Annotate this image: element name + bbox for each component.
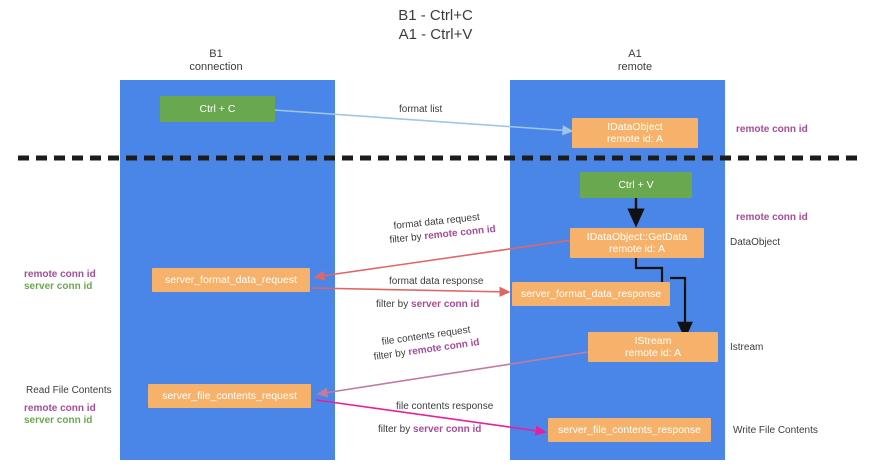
filter-prefix: filter by <box>378 424 414 435</box>
node-istream-line2: remote id: A <box>624 347 682 359</box>
node-server-format-data-response-label: server_format_data_response <box>520 288 662 300</box>
edge-label-format-list: format list <box>399 104 443 115</box>
annotation-left-read-file-contents: Read File Contents <box>26 385 112 396</box>
node-getdata[interactable]: IDataObject::GetData remote id: A <box>570 228 704 258</box>
node-ctrl-v-label: Ctrl + V <box>618 179 654 191</box>
annotation-right-remote-conn-id-mid: remote conn id <box>736 212 808 223</box>
column-header-a1-sub: remote <box>617 61 653 73</box>
edge-label-format-data-response-filter: filter by server conn id <box>376 299 479 311</box>
column-header-b1-name: B1 <box>209 48 223 60</box>
annotation-left-bottom-remote-conn-id: remote conn id <box>24 403 96 414</box>
node-ctrl-c-label: Ctrl + C <box>199 103 236 115</box>
column-header-b1: B1 connection <box>131 48 301 74</box>
node-ctrl-c[interactable]: Ctrl + C <box>160 96 275 122</box>
filter-key-server-conn-id: server conn id <box>413 424 482 435</box>
edge-label-format-data-response: format data response <box>389 276 484 287</box>
annotation-right-write-file-contents: Write File Contents <box>733 425 818 436</box>
node-idataobject-line2: remote id: A <box>606 133 664 145</box>
annotation-right-remote-conn-id-top: remote conn id <box>736 124 808 135</box>
title-line-2: A1 - Ctrl+V <box>398 26 473 43</box>
node-server-format-data-response[interactable]: server_format_data_response <box>512 282 670 306</box>
edge-label-file-contents-response: file contents response <box>396 401 494 412</box>
annotation-left-bottom-server-conn-id: server conn id <box>24 415 93 426</box>
title-line-1: B1 - Ctrl+C <box>398 7 473 24</box>
node-istream[interactable]: IStream remote id: A <box>588 332 718 362</box>
node-server-file-contents-request[interactable]: server_file_contents_request <box>148 384 311 408</box>
filter-prefix: filter by <box>373 347 410 363</box>
filter-key-server-conn-id: server conn id <box>411 299 480 310</box>
column-header-b1-sub: connection <box>189 61 243 73</box>
node-getdata-line2: remote id: A <box>608 243 666 255</box>
column-header-a1-name: A1 <box>628 48 642 60</box>
diagram-title: B1 - Ctrl+C A1 - Ctrl+V <box>0 6 871 44</box>
annotation-left-remote-conn-id: remote conn id <box>24 269 96 280</box>
edge-label-file-contents-response-filter: filter by server conn id <box>378 424 481 436</box>
node-istream-line1: IStream <box>634 335 672 347</box>
node-server-format-data-request-label: server_format_data_request <box>165 274 297 286</box>
node-server-file-contents-request-label: server_file_contents_request <box>162 390 297 402</box>
filter-prefix: filter by <box>376 299 412 310</box>
edge-format-data-response <box>311 286 511 297</box>
node-getdata-line1: IDataObject::GetData <box>586 231 688 243</box>
filter-prefix: filter by <box>389 231 425 246</box>
annotation-right-dataobject: DataObject <box>730 237 781 248</box>
annotation-right-istream: Istream <box>730 342 764 353</box>
node-ctrl-v[interactable]: Ctrl + V <box>580 172 692 198</box>
column-header-a1: A1 remote <box>550 48 720 74</box>
annotation-left-server-conn-id: server conn id <box>24 281 93 292</box>
node-server-format-data-request[interactable]: server_format_data_request <box>152 268 310 292</box>
node-idataobject-line1: IDataObject <box>607 121 663 133</box>
node-server-file-contents-response-label: server_file_contents_response <box>557 424 701 436</box>
node-idataobject[interactable]: IDataObject remote id: A <box>572 118 698 148</box>
node-server-file-contents-response[interactable]: server_file_contents_response <box>548 418 711 442</box>
